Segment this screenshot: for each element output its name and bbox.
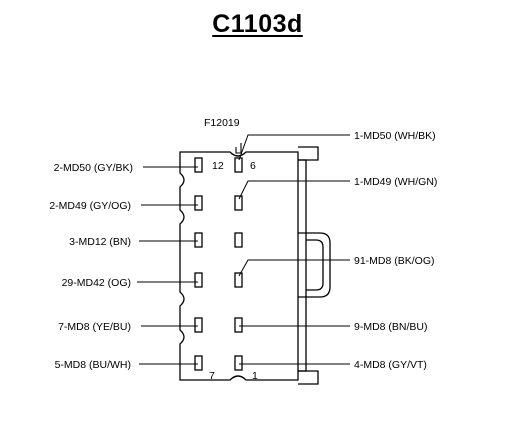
wire-label-left: 3-MD12 (BN) xyxy=(69,236,131,248)
leader-line-right xyxy=(238,259,350,277)
connector-lock-bump xyxy=(298,232,331,298)
pin-cavity xyxy=(234,355,243,371)
wire-label-right: 4-MD8 (GY/VT) xyxy=(354,359,427,371)
pin-cavity xyxy=(234,195,243,211)
connector-body-outline xyxy=(179,151,299,381)
pin-cavity xyxy=(194,272,203,288)
pin-number-7: 7 xyxy=(209,370,215,382)
wire-label-right: 91-MD8 (BK/OG) xyxy=(354,255,435,267)
wire-label-left: 2-MD49 (GY/OG) xyxy=(49,200,131,212)
diagram-title: C1103d xyxy=(212,10,303,38)
connector-lock-bump-inner xyxy=(306,239,324,291)
connector-lock-rail xyxy=(298,159,307,372)
pin-cavity xyxy=(194,157,203,173)
wire-label-right: 1-MD50 (WH/BK) xyxy=(354,130,436,142)
leader-line-right xyxy=(238,134,350,161)
pin-cavity xyxy=(234,157,243,173)
pin-number-6: 6 xyxy=(250,160,256,172)
pin-cavity xyxy=(234,317,243,333)
wire-label-right: 9-MD8 (BN/BU) xyxy=(354,321,428,333)
pin-number-12: 12 xyxy=(212,160,224,172)
pin-cavity xyxy=(234,232,243,248)
connector-bottom-tab xyxy=(298,370,319,385)
wire-label-left: 2-MD50 (GY/BK) xyxy=(54,162,133,174)
wire-label-left: 5-MD8 (BU/WH) xyxy=(55,359,131,371)
pin-number-1: 1 xyxy=(252,370,258,382)
pin-cavity xyxy=(194,195,203,211)
pin-cavity xyxy=(194,232,203,248)
connector-id: F12019 xyxy=(204,117,240,129)
leader-line-right xyxy=(238,180,350,200)
pin-cavity xyxy=(194,355,203,371)
connector-top-tab xyxy=(298,146,319,161)
connector-key-notch xyxy=(235,143,242,154)
wire-label-left: 29-MD42 (OG) xyxy=(62,277,131,289)
wire-label-left: 7-MD8 (YE/BU) xyxy=(58,321,131,333)
pin-cavity xyxy=(194,317,203,333)
pin-cavity xyxy=(234,272,243,288)
wire-label-right: 1-MD49 (WH/GN) xyxy=(354,176,437,188)
